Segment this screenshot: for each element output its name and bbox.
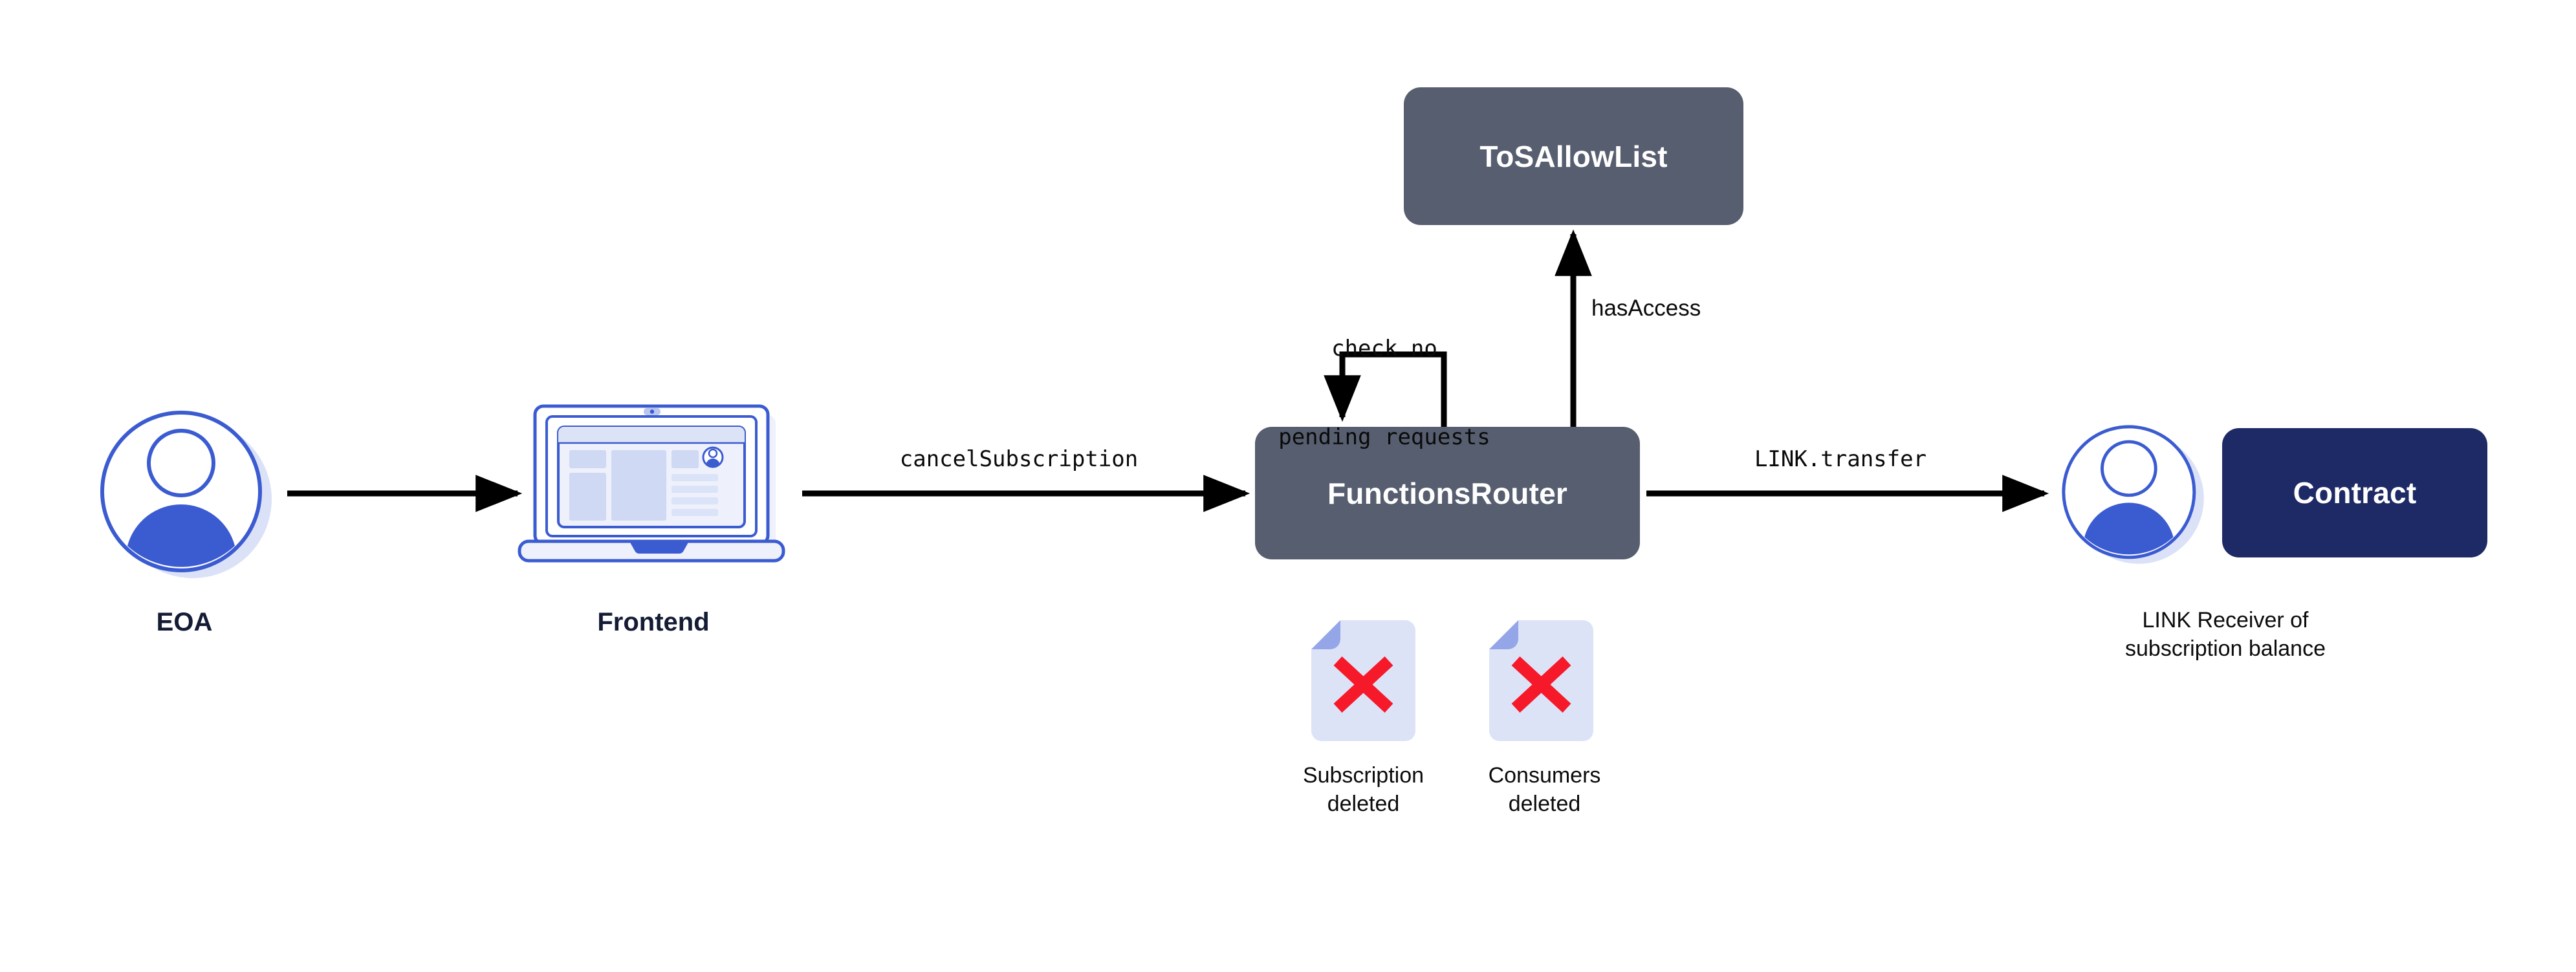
edge-label-check-line1: check no bbox=[1331, 335, 1437, 362]
link-receiver-caption-line1: LINK Receiver of bbox=[2142, 608, 2309, 632]
edge-label-has-access: hasAccess bbox=[1591, 296, 1701, 321]
subscription-deleted-line1: Subscription bbox=[1302, 763, 1424, 788]
edge-label-check-line2: pending requests bbox=[1278, 424, 1490, 451]
node-contract[interactable]: Contract bbox=[2222, 428, 2487, 557]
user-avatar-icon-link-receiver bbox=[2062, 425, 2204, 564]
functions-router-label: FunctionsRouter bbox=[1327, 476, 1567, 510]
eoa-caption: EOA bbox=[156, 608, 213, 636]
tos-allowlist-label: ToSAllowList bbox=[1479, 139, 1668, 173]
edge-label-check-no-pending-requests: check no pending requests bbox=[1184, 275, 1585, 512]
document-deleted-icon-subscription bbox=[1311, 620, 1415, 741]
node-functions-router[interactable]: FunctionsRouter bbox=[1255, 427, 1640, 559]
user-avatar-icon-eoa bbox=[100, 411, 272, 578]
subscription-deleted-line2: deleted bbox=[1327, 791, 1400, 816]
frontend-caption: Frontend bbox=[597, 608, 710, 636]
consumers-deleted-caption: Consumers deleted bbox=[1459, 762, 1630, 818]
document-deleted-icon-consumers bbox=[1489, 620, 1593, 741]
consumers-deleted-line1: Consumers bbox=[1488, 763, 1601, 788]
laptop-browser-icon-frontend bbox=[518, 404, 785, 563]
link-receiver-caption-line2: subscription balance bbox=[2125, 636, 2326, 661]
edge-label-link-transfer: LINK.transfer bbox=[1754, 446, 1927, 472]
edge-label-cancel-subscription: cancelSubscription bbox=[899, 446, 1139, 472]
node-tos-allowlist[interactable]: ToSAllowList bbox=[1404, 87, 1743, 225]
contract-label: Contract bbox=[2293, 476, 2417, 510]
link-receiver-caption: LINK Receiver of subscription balance bbox=[2025, 607, 2426, 663]
consumers-deleted-line2: deleted bbox=[1508, 791, 1581, 816]
subscription-deleted-caption: Subscription deleted bbox=[1278, 762, 1449, 818]
